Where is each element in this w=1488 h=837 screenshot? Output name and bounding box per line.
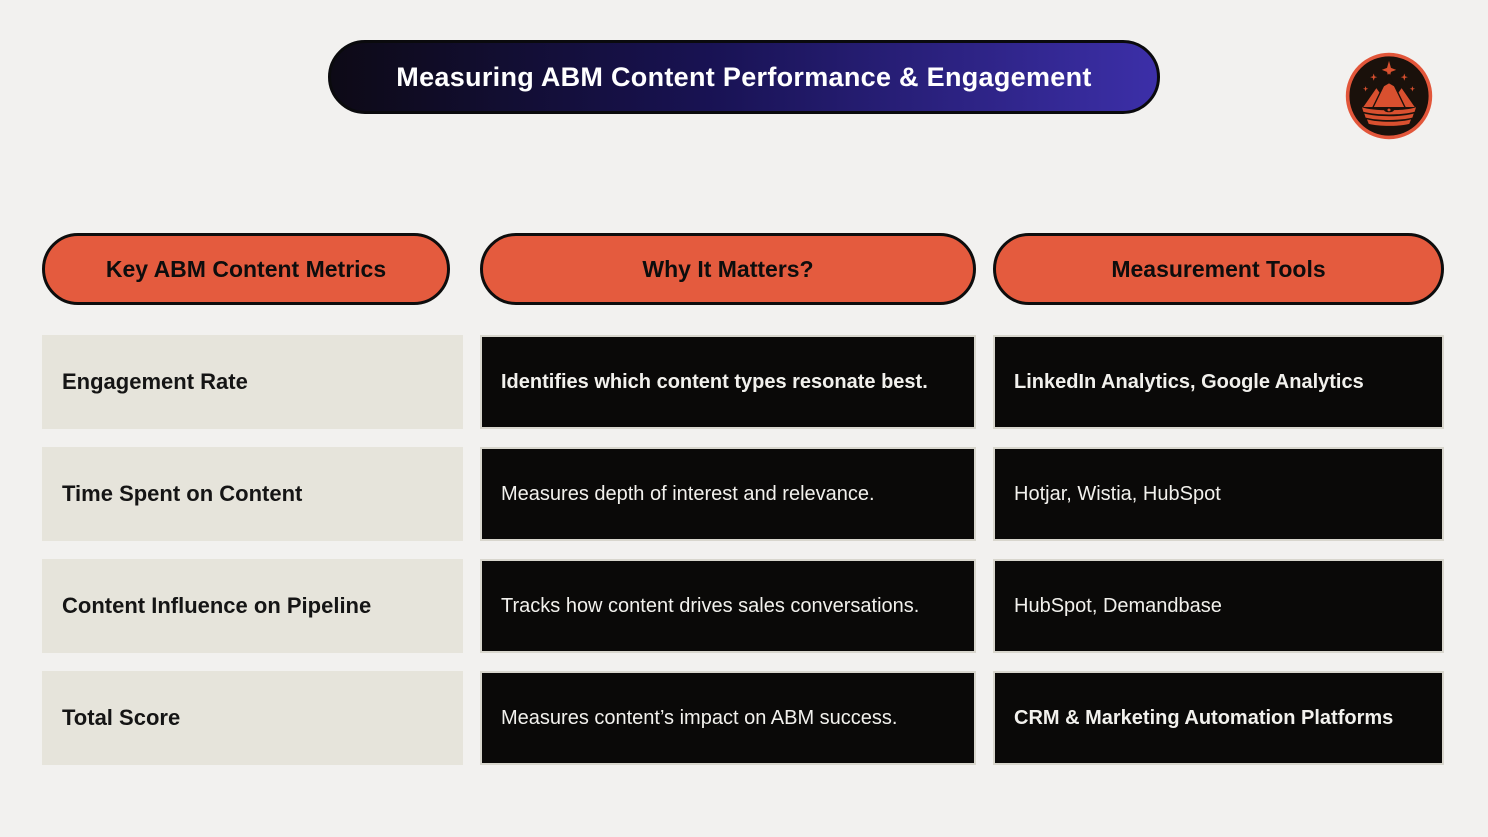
metric-cell: Content Influence on Pipeline [42, 559, 463, 653]
title-banner: Measuring ABM Content Performance & Enga… [328, 40, 1160, 114]
why-cell: Tracks how content drives sales conversa… [480, 559, 976, 653]
page-title: Measuring ABM Content Performance & Enga… [396, 61, 1092, 92]
table-body: Engagement Rate Identifies which content… [42, 335, 1444, 765]
column-header-tools: Measurement Tools [993, 233, 1444, 305]
metric-cell: Time Spent on Content [42, 447, 463, 541]
column-header-label: Why It Matters? [642, 255, 814, 282]
tools-cell: HubSpot, Demandbase [993, 559, 1444, 653]
column-header-metrics: Key ABM Content Metrics [42, 233, 450, 305]
tools-cell: CRM & Marketing Automation Platforms [993, 671, 1444, 765]
crown-mountain-logo-icon [1345, 52, 1433, 140]
metric-cell: Total Score [42, 671, 463, 765]
column-header-label: Measurement Tools [1111, 255, 1326, 282]
tools-cell: LinkedIn Analytics, Google Analytics [993, 335, 1444, 429]
why-cell: Measures depth of interest and relevance… [480, 447, 976, 541]
why-cell: Measures content’s impact on ABM success… [480, 671, 976, 765]
brand-logo [1344, 51, 1434, 141]
tools-cell: Hotjar, Wistia, HubSpot [993, 447, 1444, 541]
why-cell: Identifies which content types resonate … [480, 335, 976, 429]
column-header-label: Key ABM Content Metrics [105, 255, 387, 282]
column-header-why: Why It Matters? [480, 233, 976, 305]
column-headers: Key ABM Content Metrics Why It Matters? … [42, 233, 1444, 305]
metric-cell: Engagement Rate [42, 335, 463, 429]
